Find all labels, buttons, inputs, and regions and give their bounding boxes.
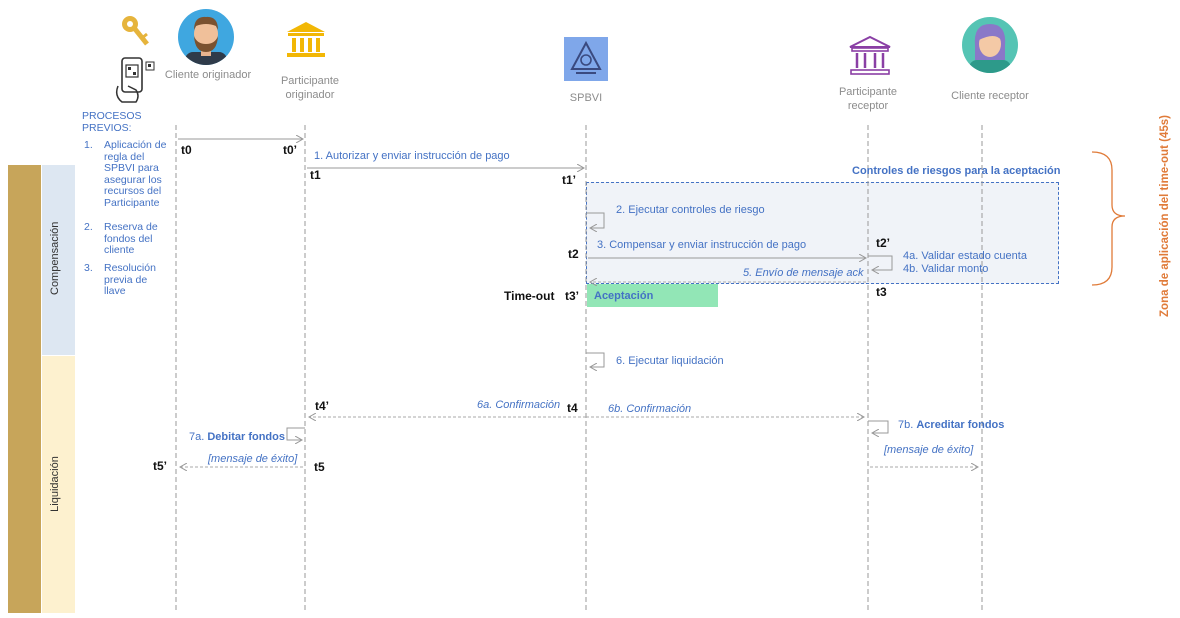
message-6: 6. Ejecutar liquidación [616, 355, 724, 367]
message-7b-bold: Acreditar fondos [916, 419, 1005, 431]
time-t4: t4 [567, 401, 578, 415]
time-t0: t0 [181, 143, 192, 157]
actor-participante-originador: Participante originador [280, 75, 340, 101]
controles-title: Controles de riesgos para la aceptación [852, 165, 1061, 177]
zona-timeout-label: Zona de aplicación del time-out (45s) [1159, 115, 1171, 317]
phase-compensacion-band [42, 165, 75, 355]
actor-cliente-receptor: Cliente receptor [951, 90, 1029, 102]
procesos-item-num-2: 2. [84, 221, 93, 233]
message-6a: 6a. Confirmación [477, 399, 561, 411]
timeout-label: Time-out [504, 289, 555, 303]
phase-liquidacion-band [42, 356, 75, 613]
phase-bar-gold [8, 165, 41, 613]
bank-purple-icon [848, 35, 892, 82]
message-7a: 7a. Debitar fondos [189, 431, 285, 443]
actor-participante-receptor: Participante receptor [838, 86, 898, 112]
aceptacion-bar [587, 284, 718, 307]
message-4b: 4b. Validar monto [903, 263, 989, 275]
actor-spbvi: SPBVI [569, 92, 603, 104]
actor-cliente-originador: Cliente originador [164, 69, 252, 81]
message-7b-prefix: 7b. [898, 419, 917, 431]
message-2: 2. Ejecutar controles de riesgo [616, 204, 765, 216]
bank-gold-icon [285, 20, 327, 65]
time-t2: t2 [568, 247, 579, 261]
time-t1p: t1’ [562, 173, 577, 187]
procesos-item-3: Resolución previa de llave [104, 262, 156, 297]
exito-left: [mensaje de éxito] [208, 453, 298, 465]
time-t5p: t5’ [153, 459, 168, 473]
time-t3: t3 [876, 285, 887, 299]
procesos-previos-title: PROCESOS PREVIOS: [82, 110, 142, 134]
key-icon [120, 12, 152, 57]
phone-qr-icon [112, 56, 160, 111]
message-5: 5. Envío de mensaje ack [743, 267, 864, 279]
time-t1: t1 [310, 168, 321, 182]
time-t0p: t0’ [283, 143, 298, 157]
procesos-item-num-1: 1. [84, 139, 93, 151]
message-6b: 6b. Confirmación [608, 403, 692, 415]
time-t5: t5 [314, 460, 325, 474]
user-woman-avatar [961, 16, 1019, 79]
time-t3p: t3’ [565, 289, 580, 303]
message-7a-prefix: 7a. [189, 431, 208, 443]
message-4a: 4a. Validar estado cuenta [903, 250, 1027, 262]
message-7a-bold: Debitar fondos [207, 431, 285, 443]
message-1: 1. Autorizar y enviar instrucción de pag… [314, 150, 510, 162]
message-3: 3. Compensar y enviar instrucción de pag… [597, 239, 807, 251]
procesos-item-2: Reserva de fondos del cliente [104, 221, 158, 256]
controles-box [586, 182, 1059, 284]
spbvi-logo-icon [564, 37, 608, 86]
procesos-item-1: Aplicación de regla del SPBVI para asegu… [104, 139, 167, 209]
message-7b: 7b. Acreditar fondos [898, 419, 1004, 431]
exito-right: [mensaje de éxito] [884, 444, 974, 456]
procesos-item-num-3: 3. [84, 262, 93, 274]
aceptacion-label: Aceptación [594, 290, 654, 302]
user-man-avatar [177, 8, 235, 71]
time-t4p: t4’ [315, 399, 330, 413]
time-t2p: t2’ [876, 236, 891, 250]
